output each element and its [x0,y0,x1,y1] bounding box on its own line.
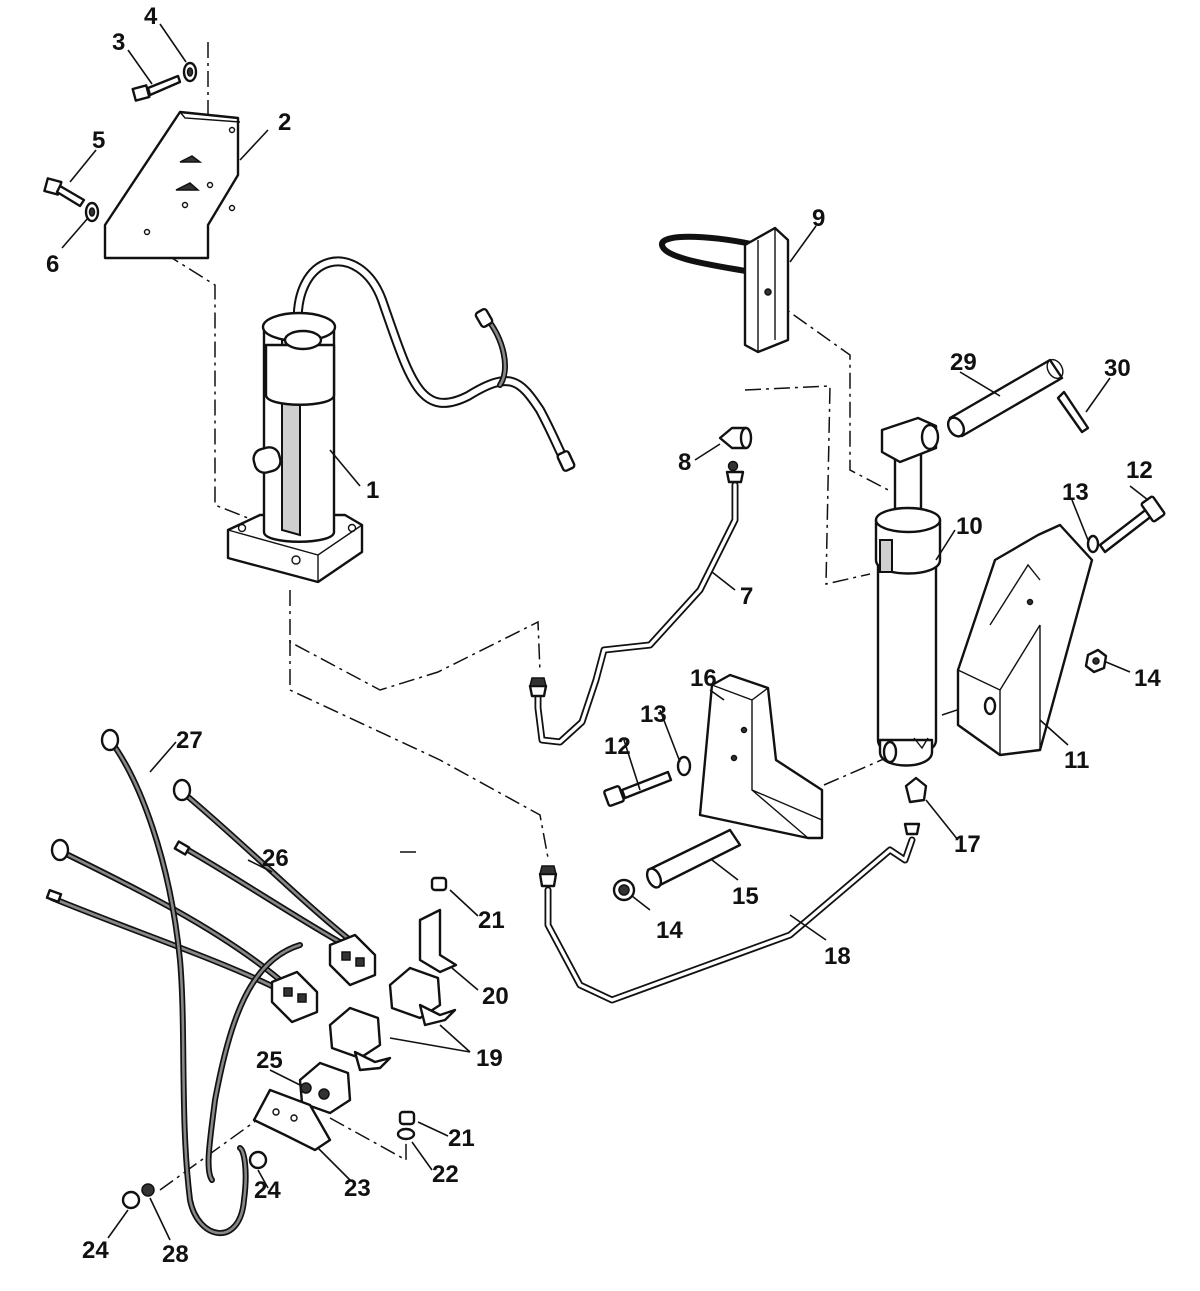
pivot-pin-29 [946,358,1064,438]
callout-11: 11 [1064,747,1089,774]
callout-14-right: 14 [1134,665,1161,692]
callout-6: 6 [46,251,59,278]
wire-harness-27 [100,728,303,1236]
bolt-12-left [603,770,673,807]
callout-13-left: 13 [640,701,667,728]
callout-16: 16 [690,665,717,692]
callout-8: 8 [678,449,691,476]
washer-4 [182,61,198,83]
washer-13-left [676,755,692,777]
nut-14-right [1084,648,1108,674]
callout-22: 22 [432,1161,459,1188]
leader-lines [61,23,1149,1241]
washer-13-right [1086,534,1100,554]
bracket-20 [418,908,458,974]
callout-1: 1 [366,477,379,504]
bolt-3 [131,74,182,102]
cotter-pin-30 [1056,390,1090,434]
callout-7: 7 [740,583,753,610]
callout-21-lower: 21 [448,1125,475,1152]
callout-24-a: 24 [254,1177,281,1204]
screw-21-lower [398,1110,416,1126]
callout-12-left: 12 [604,733,631,760]
fitting-8 [718,426,753,472]
callout-labels: 1 2 3 4 5 6 7 8 9 10 11 12 12 13 13 14 1… [46,3,1161,1268]
pump-motor [226,256,576,584]
tilt-cylinder-10 [874,416,942,767]
callout-15: 15 [732,883,759,910]
callout-12-right: 12 [1126,457,1153,484]
nut-24-b [121,1190,141,1210]
screw-21-upper [430,876,448,892]
washer-22 [396,1127,416,1141]
fitting-17 [904,776,928,804]
callout-18: 18 [824,943,851,970]
callout-28: 28 [162,1241,189,1268]
callout-30: 30 [1104,355,1131,382]
nut-24-a [248,1150,268,1170]
relay-19-upper [388,966,457,1027]
callout-26: 26 [262,845,289,872]
bracket-9 [659,226,790,354]
callout-3: 3 [112,29,125,56]
callout-13-right: 13 [1062,479,1089,506]
relay-19-lower [328,1006,392,1072]
callout-5: 5 [92,127,105,154]
callout-19: 19 [476,1045,503,1072]
callout-29: 29 [950,349,977,376]
callout-24-b: 24 [82,1237,109,1264]
bracket-16 [698,673,824,840]
bracket-23 [252,1088,332,1152]
callout-27: 27 [176,727,203,754]
callout-2: 2 [278,109,291,136]
callout-20: 20 [482,983,509,1010]
callout-14-left: 14 [656,917,683,944]
pin-15 [645,828,742,889]
hydraulic-line-18 [538,822,921,1004]
wire-harness-26 [45,778,377,1024]
bracket-11 [956,523,1094,757]
washer-28 [141,1183,155,1197]
callout-25: 25 [256,1047,283,1074]
bolt-5 [43,177,86,208]
callout-21-upper: 21 [478,907,505,934]
hydraulic-line-7 [528,470,745,746]
washer-6 [84,201,100,223]
nut-14-left [612,878,636,902]
callout-10: 10 [956,513,983,540]
callout-23: 23 [344,1175,371,1202]
callout-9: 9 [812,205,825,232]
callout-17: 17 [954,831,981,858]
callout-4: 4 [144,3,158,30]
bolt-12-right [1098,495,1166,554]
mounting-plate [103,110,241,260]
assembly-centerlines [139,42,976,1191]
